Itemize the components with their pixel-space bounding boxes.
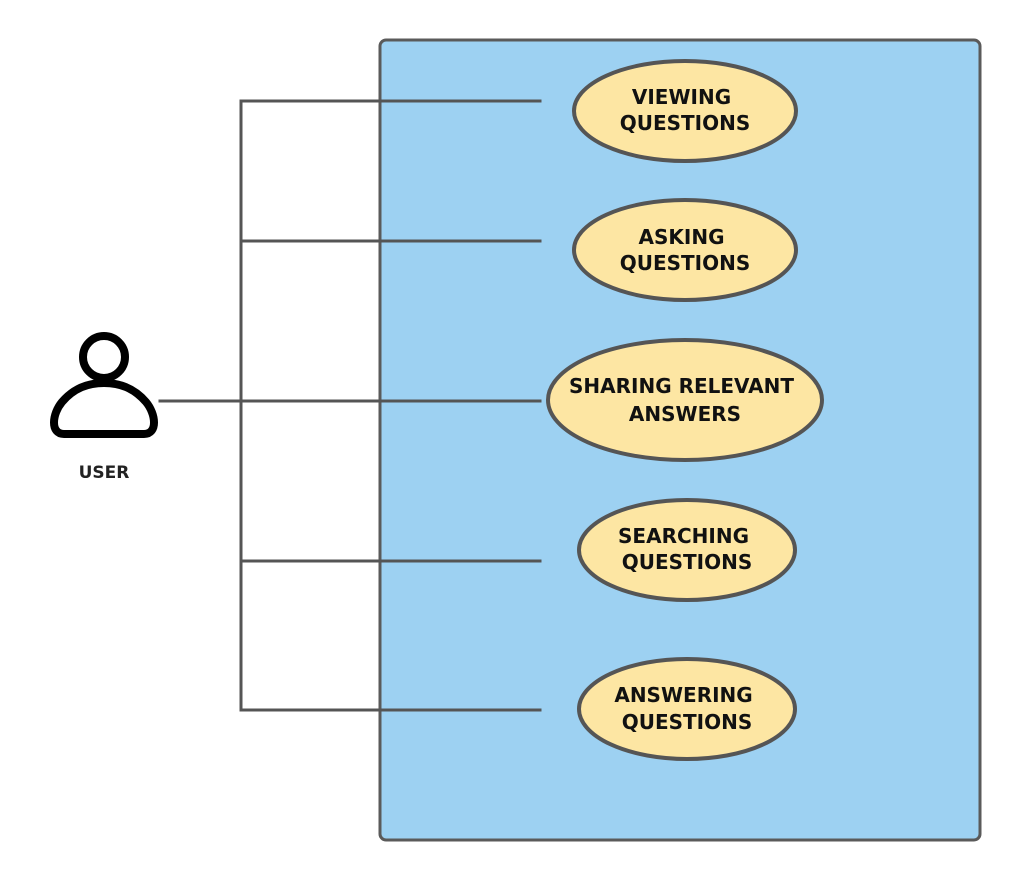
use-case-searching-questions: SEARCHING QUESTIONS [577,498,797,602]
use-case-label-line2: QUESTIONS [620,251,751,275]
person-icon [50,332,158,438]
use-case-asking-questions: ASKING QUESTIONS [572,198,798,302]
use-case-label-line1: SHARING RELEVANT [569,374,794,398]
use-case-answering-questions: ANSWERING QUESTIONS [577,657,797,761]
svg-text:SEARCHING QUESTIONS: SEARCHING QUESTIONS [618,524,756,574]
use-case-ellipse [546,338,824,462]
actor-label: USER [79,463,130,483]
svg-text:SHARING RELEVANT ANSWERS: SHARING RELEVANT ANSWERS [569,374,801,426]
svg-text:VIEWING QUESTIONS: VIEWING QUESTIONS [620,85,751,135]
use-case-label-line2: QUESTIONS [620,111,751,135]
use-case-label-line1: SEARCHING [618,524,749,548]
use-case-label-line2: QUESTIONS [622,550,753,574]
use-case-label-line2: QUESTIONS [622,710,753,734]
actor-user: USER [50,332,158,483]
use-case-ellipse [577,657,797,761]
use-case-viewing-questions: VIEWING QUESTIONS [572,59,798,163]
svg-text:ASKING QUESTIONS: ASKING QUESTIONS [620,225,751,275]
connectors [158,99,542,712]
svg-text:ANSWERING QUESTIONS: ANSWERING QUESTIONS [614,683,759,734]
use-case-ellipse [572,198,798,302]
use-case-sharing-relevant-answers: SHARING RELEVANT ANSWERS [546,338,824,462]
use-case-label-line1: ASKING [639,225,725,249]
use-case-ellipse [572,59,798,163]
use-case-ellipse [577,498,797,602]
use-case-label-line1: ANSWERING [614,683,752,707]
use-case-label-line2: ANSWERS [629,402,741,426]
use-case-label-line1: VIEWING [632,85,731,109]
